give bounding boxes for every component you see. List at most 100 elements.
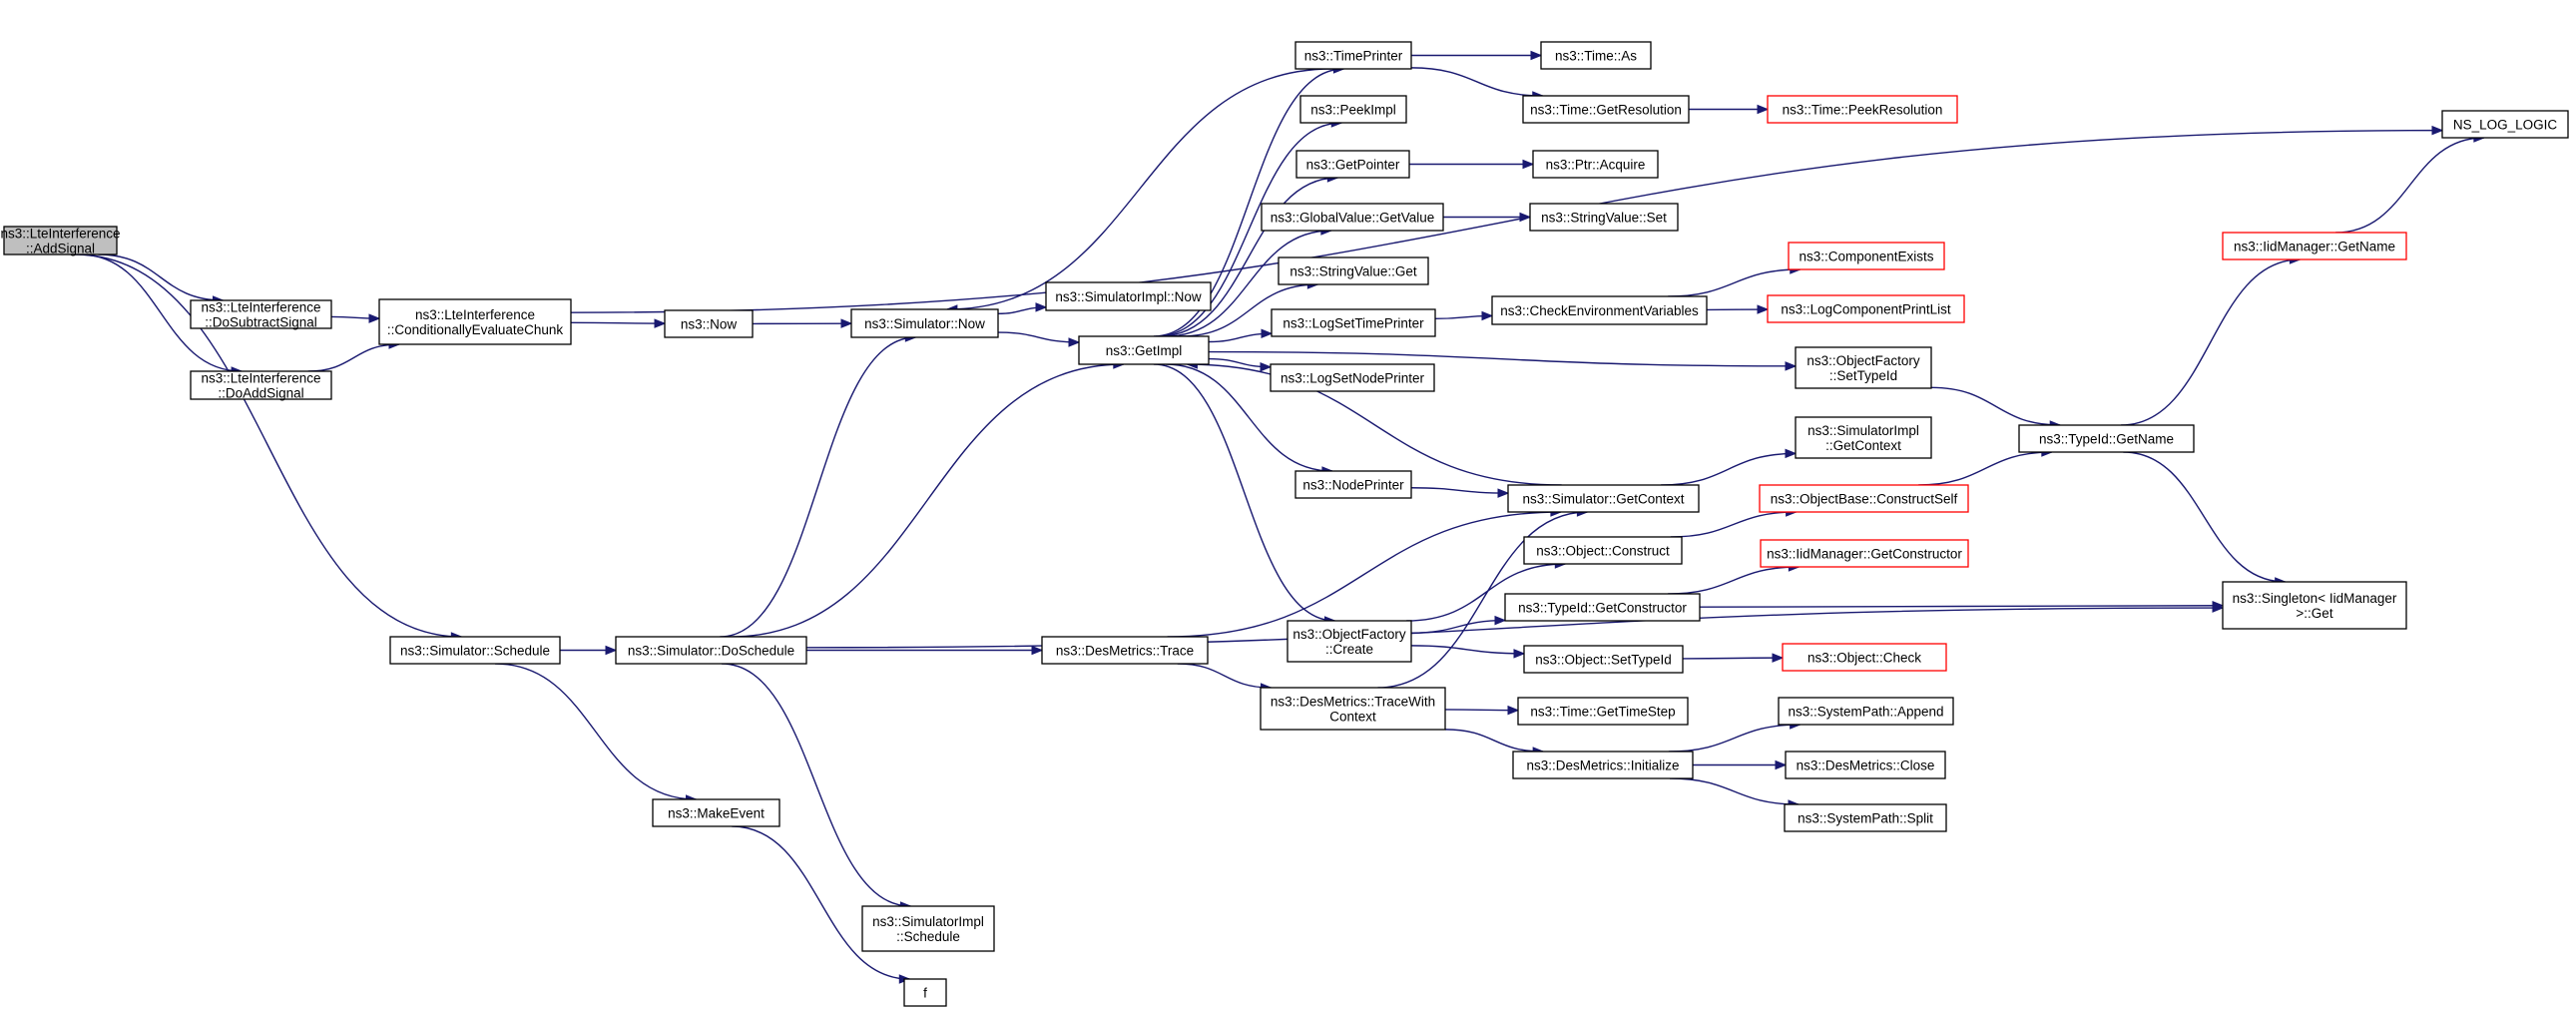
node-ofSetTypeId[interactable]: ns3::ObjectFactory::SetTypeId [1795,346,1932,389]
node-box[interactable] [1795,346,1932,389]
node-getPointer[interactable]: ns3::GetPointer [1295,150,1410,179]
node-box[interactable] [389,636,561,665]
node-simImplSchedule[interactable]: ns3::SimulatorImpl::Schedule [861,905,995,952]
node-condEval[interactable]: ns3::LteInterference::ConditionallyEvalu… [378,298,572,345]
node-simDoSchedule[interactable]: ns3::Simulator::DoSchedule [615,636,807,665]
node-box[interactable] [850,308,999,338]
node-simImplGetCtx[interactable]: ns3::SimulatorImpl::GetContext [1795,416,1932,459]
node-objConstruct[interactable]: ns3::Object::Construct [1523,536,1683,565]
node-box[interactable] [1782,643,1947,672]
node-now[interactable]: ns3::Now [664,309,754,338]
node-constructSelf[interactable]: ns3::ObjectBase::ConstructSelf [1759,484,1969,513]
node-box[interactable] [1767,95,1958,124]
node-box[interactable] [1785,751,1946,779]
node-box[interactable] [2018,424,2195,453]
node-simGetCtx[interactable]: ns3::Simulator::GetContext [1507,484,1700,513]
node-globalGetValue[interactable]: ns3::GlobalValue::GetValue [1261,203,1444,232]
node-box[interactable] [1271,308,1436,337]
node-box[interactable] [190,370,332,400]
node-box[interactable] [2222,581,2407,630]
node-stringGet[interactable]: ns3::StringValue::Get [1278,256,1429,285]
node-makeEvent[interactable]: ns3::MakeEvent [652,798,780,827]
node-box[interactable] [1760,539,1969,568]
node-box[interactable] [861,905,995,952]
node-box[interactable] [1523,536,1683,565]
node-objSetTypeId[interactable]: ns3::Object::SetTypeId [1523,645,1684,674]
node-box[interactable] [378,298,572,345]
node-box[interactable] [1270,363,1435,392]
node-logSetNode[interactable]: ns3::LogSetNodePrinter [1270,363,1435,392]
node-box[interactable] [1540,41,1652,70]
node-logPrintList[interactable]: ns3::LogComponentPrintList [1767,294,1965,323]
node-box[interactable] [1522,95,1690,124]
node-box[interactable] [1294,470,1412,499]
node-box[interactable] [1523,645,1684,674]
node-box[interactable] [1287,620,1412,663]
node-timePrinter[interactable]: ns3::TimePrinter [1294,41,1412,70]
node-box[interactable] [1278,256,1429,285]
node-box[interactable] [1045,281,1212,311]
node-box[interactable] [1295,150,1410,179]
node-box[interactable] [1261,203,1444,232]
node-box[interactable] [1078,335,1210,365]
node-box[interactable] [2441,110,2569,139]
node-timeGetStep[interactable]: ns3::Time::GetTimeStep [1517,697,1689,726]
node-typeIdGetName[interactable]: ns3::TypeId::GetName [2018,424,2195,453]
node-checkEnv[interactable]: ns3::CheckEnvironmentVariables [1491,295,1708,325]
node-getImpl[interactable]: ns3::GetImpl [1078,335,1210,365]
node-ofCreate[interactable]: ns3::ObjectFactory::Create [1287,620,1412,663]
node-iidGetName[interactable]: ns3::IidManager::GetName [2222,232,2407,260]
node-box[interactable] [1784,803,1947,832]
node-box[interactable] [1294,41,1412,70]
node-box[interactable] [1795,416,1932,459]
node-box[interactable] [1504,593,1701,622]
node-compExists[interactable]: ns3::ComponentExists [1788,242,1945,270]
node-typeIdGetCtor[interactable]: ns3::TypeId::GetConstructor [1504,593,1701,622]
node-sysSplit[interactable]: ns3::SystemPath::Split [1784,803,1947,832]
node-doSubtract[interactable]: ns3::LteInterference::DoSubtractSignal [190,299,332,330]
node-box[interactable] [1260,687,1446,731]
node-peekImpl[interactable]: ns3::PeekImpl [1299,95,1407,124]
node-desClose[interactable]: ns3::DesMetrics::Close [1785,751,1946,779]
node-nodePrinter[interactable]: ns3::NodePrinter [1294,470,1412,499]
node-ptrAcquire[interactable]: ns3::Ptr::Acquire [1532,150,1659,179]
node-box[interactable] [190,299,332,329]
node-sysAppend[interactable]: ns3::SystemPath::Append [1778,697,1954,726]
node-box[interactable] [1759,484,1969,513]
node-box[interactable] [3,226,118,255]
node-box[interactable] [1532,150,1659,179]
node-box[interactable] [1041,636,1209,665]
node-box[interactable] [1517,697,1689,726]
node-singletonGet[interactable]: ns3::Singleton< IidManager>::Get [2222,581,2407,630]
node-desTrace[interactable]: ns3::DesMetrics::Trace [1041,636,1209,665]
node-doAdd[interactable]: ns3::LteInterference::DoAddSignal [190,370,332,401]
node-box[interactable] [1529,203,1679,232]
node-box[interactable] [615,636,807,665]
node-desInit[interactable]: ns3::DesMetrics::Initialize [1512,751,1694,779]
node-box[interactable] [1767,294,1965,323]
node-box[interactable] [903,978,947,1007]
node-box[interactable] [664,309,754,338]
node-f[interactable]: f [903,978,947,1007]
node-simImplNow[interactable]: ns3::SimulatorImpl::Now [1045,281,1212,311]
node-simSchedule[interactable]: ns3::Simulator::Schedule [389,636,561,665]
node-stringSet[interactable]: ns3::StringValue::Set [1529,203,1679,232]
node-box[interactable] [1491,295,1708,325]
node-peekResolution[interactable]: ns3::Time::PeekResolution [1767,95,1958,124]
node-box[interactable] [652,798,780,827]
node-addSignal[interactable]: ns3::LteInterference::AddSignal [0,226,121,256]
node-logSetTime[interactable]: ns3::LogSetTimePrinter [1271,308,1436,337]
node-box[interactable] [1788,242,1945,270]
node-iidGetCtor[interactable]: ns3::IidManager::GetConstructor [1760,539,1969,568]
node-objCheck[interactable]: ns3::Object::Check [1782,643,1947,672]
node-box[interactable] [1512,751,1694,779]
node-box[interactable] [1507,484,1700,513]
node-nsLogLogic[interactable]: NS_LOG_LOGIC [2441,110,2569,139]
node-box[interactable] [1299,95,1407,124]
node-timeAs[interactable]: ns3::Time::As [1540,41,1652,70]
node-box[interactable] [2222,232,2407,260]
node-simNow[interactable]: ns3::Simulator::Now [850,308,999,338]
node-box[interactable] [1778,697,1954,726]
node-getResolution[interactable]: ns3::Time::GetResolution [1522,95,1690,124]
